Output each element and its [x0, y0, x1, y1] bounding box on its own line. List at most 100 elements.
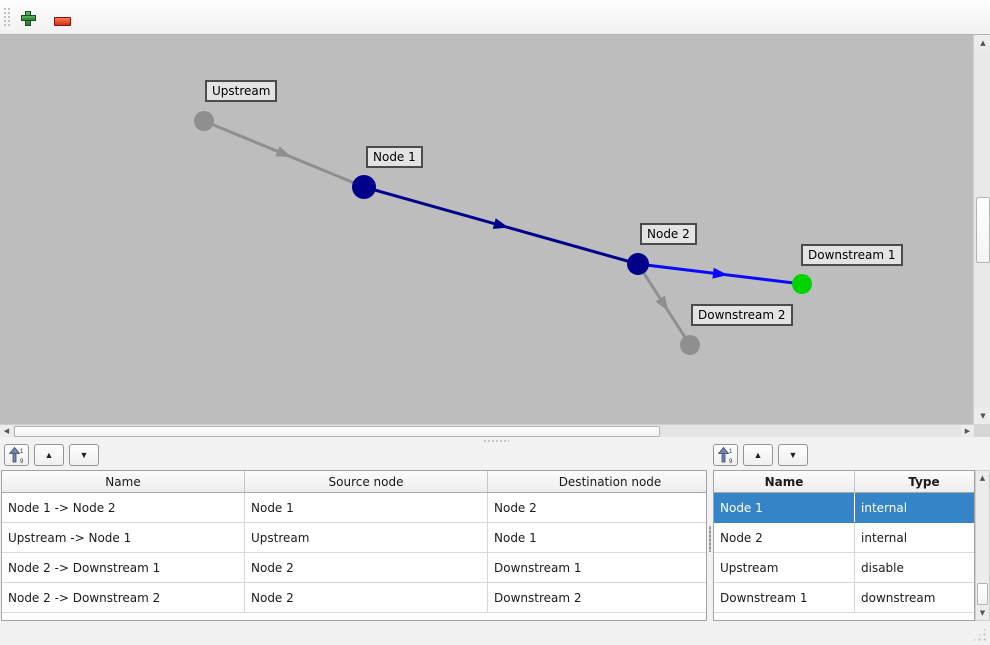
scroll-up-button[interactable]: ▲: [975, 35, 990, 51]
add-node-button[interactable]: [17, 7, 39, 29]
sort-ascending-icon: 19: [9, 446, 24, 464]
horizontal-splitter[interactable]: [0, 437, 990, 445]
table-cell[interactable]: Node 1: [487, 522, 706, 553]
table-cell[interactable]: downstream: [854, 582, 974, 613]
svg-text:1: 1: [729, 449, 733, 455]
scroll-down-button[interactable]: ▼: [976, 605, 989, 620]
table-cell[interactable]: Upstream -> Node 1: [2, 522, 245, 553]
scroll-up-button[interactable]: ▲: [976, 471, 989, 485]
edge-arrow-icon: [712, 267, 728, 279]
scroll-left-button[interactable]: ◀: [0, 425, 13, 437]
table-cell[interactable]: Downstream 1: [487, 552, 706, 583]
links-move-down-button[interactable]: ▼: [69, 444, 99, 466]
canvas-horizontal-scrollbar[interactable]: ◀ ▶: [0, 424, 974, 437]
table-cell[interactable]: Upstream: [714, 552, 855, 583]
node-downstream-1[interactable]: [792, 274, 812, 294]
nodes-move-up-button[interactable]: ▲: [743, 444, 773, 466]
scroll-right-button[interactable]: ▶: [961, 425, 974, 437]
svg-text:9: 9: [20, 459, 24, 464]
column-header[interactable]: Name: [2, 471, 245, 493]
node-label-upstream: Upstream: [205, 80, 278, 102]
node-label-downstream-1: Downstream 1: [801, 244, 903, 266]
vertical-scroll-thumb[interactable]: [977, 583, 988, 605]
links-move-up-button[interactable]: ▲: [34, 444, 64, 466]
splitter-handle-dots: [709, 526, 711, 552]
scrollbar-corner: [974, 424, 990, 437]
column-header[interactable]: Name: [714, 471, 855, 493]
table-cell[interactable]: Node 2 -> Downstream 2: [2, 582, 245, 613]
node-upstream[interactable]: [194, 111, 214, 131]
main-toolbar: [0, 0, 990, 35]
edge-arrow-icon: [275, 146, 292, 158]
horizontal-scroll-thumb[interactable]: [14, 426, 660, 437]
node-label-downstream-2: Downstream 2: [691, 304, 793, 326]
up-arrow-icon: ▲: [979, 474, 986, 482]
table-cell[interactable]: Node 1: [244, 492, 488, 523]
down-triangle-icon: ▼: [788, 449, 798, 460]
column-header[interactable]: Type: [854, 471, 974, 493]
table-cell[interactable]: Node 1 -> Node 2: [2, 492, 245, 523]
table-cell[interactable]: Downstream 2: [487, 582, 706, 613]
table-cell[interactable]: disable: [854, 552, 974, 583]
left-arrow-icon: ◀: [3, 427, 10, 435]
svg-text:9: 9: [729, 459, 733, 464]
sort-ascending-icon: 19: [718, 446, 733, 464]
table-cell[interactable]: Node 2: [244, 582, 488, 613]
table-cell[interactable]: Downstream 1: [714, 582, 855, 613]
nodes-table-scrollbar[interactable]: ▲ ▼: [975, 470, 990, 621]
node-node-1[interactable]: [352, 175, 376, 199]
node-downstream-2[interactable]: [680, 335, 700, 355]
table-cell[interactable]: Node 2: [714, 522, 855, 553]
down-triangle-icon: ▼: [79, 449, 89, 460]
canvas-vertical-scrollbar[interactable]: ▲ ▼: [973, 35, 990, 424]
vertical-splitter[interactable]: [707, 470, 713, 621]
topology-graph: [194, 111, 812, 355]
table-cell[interactable]: Node 1: [714, 492, 855, 523]
up-triangle-icon: ▲: [44, 449, 54, 460]
vertical-scroll-thumb[interactable]: [976, 197, 990, 263]
table-cell[interactable]: Node 2 -> Downstream 1: [2, 552, 245, 583]
node-label-node-1: Node 1: [366, 146, 423, 168]
table-cell[interactable]: Node 2: [487, 492, 706, 523]
plus-icon: [20, 10, 36, 26]
svg-text:1: 1: [20, 449, 24, 455]
up-arrow-icon: ▲: [980, 39, 986, 47]
scroll-down-button[interactable]: ▼: [975, 408, 990, 424]
status-bar: [0, 622, 990, 645]
edge-arrow-icon: [655, 295, 669, 312]
nodes-move-down-button[interactable]: ▼: [778, 444, 808, 466]
down-arrow-icon: ▼: [979, 608, 986, 617]
table-cell[interactable]: Node 2: [244, 552, 488, 583]
table-cell[interactable]: Upstream: [244, 522, 488, 553]
splitter-handle-dots: [483, 440, 509, 442]
remove-node-button[interactable]: [51, 10, 73, 32]
column-header[interactable]: Source node: [244, 471, 488, 493]
down-arrow-icon: ▼: [980, 412, 986, 420]
node-label-node-2: Node 2: [640, 223, 697, 245]
window-resize-grip[interactable]: [972, 627, 987, 642]
table-cell[interactable]: internal: [854, 522, 974, 553]
table-cell[interactable]: internal: [854, 492, 974, 523]
column-header[interactable]: Destination node: [487, 471, 706, 493]
node-node-2[interactable]: [627, 253, 649, 275]
right-arrow-icon: ▶: [964, 427, 971, 435]
minus-icon: [53, 16, 71, 26]
toolbar-drag-handle[interactable]: [3, 7, 10, 28]
edge-arrow-icon: [492, 218, 509, 229]
up-triangle-icon: ▲: [753, 449, 763, 460]
